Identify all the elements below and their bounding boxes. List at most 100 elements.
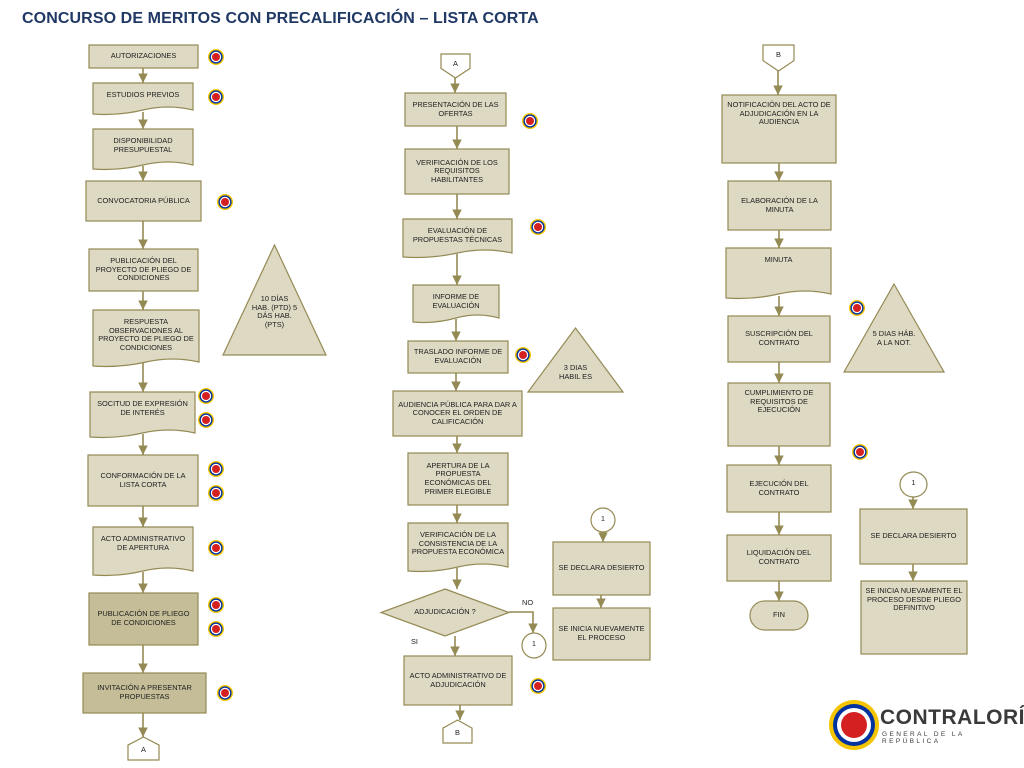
elaboracion-minuta-shape: [727, 180, 832, 231]
informe-evaluacion-shape: [412, 284, 500, 324]
solicitud-expresion-shape: [89, 391, 196, 439]
presentacion-ofertas: PRESENTACIÓN DE LAS OFERTAS: [412, 99, 499, 118]
autorizaciones: AUTORIZACIONES: [110, 51, 177, 61]
red-circle-icon-core: [212, 601, 220, 609]
notificacion-acto: NOTIFICACIÓN DEL ACTO DE ADJUDICACIÓN EN…: [727, 100, 831, 127]
red-circle-icon-core: [202, 392, 210, 400]
invitacion: INVITACIÓN A PRESENTAR PROPUESTAS: [97, 683, 192, 701]
minuta: MINUTA: [764, 255, 793, 264]
connector-b-in: B: [776, 50, 781, 59]
declara-desierto-2-shape: [859, 508, 968, 565]
connector-a-in-shape: [440, 53, 471, 79]
declara-desierto-2: SE DECLARA DESIERTO: [870, 531, 957, 541]
conformacion-lista: CONFORMACIÓN DE LA LISTA CORTA: [100, 470, 186, 489]
ejecucion-contrato: EJECUCIÓN DEL CONTRATO: [749, 478, 809, 497]
verificacion-consistencia-shape: [407, 522, 509, 573]
connector-a-out-shape: [127, 736, 160, 761]
note-dias-3: 5 DIAS HÁB. A LA NOT.: [872, 329, 916, 347]
connector-1-out: 1: [532, 641, 536, 649]
informe-evaluacion: INFORME DE EVALUACIÓN: [432, 292, 480, 310]
red-circle-icon-core: [526, 117, 534, 125]
evaluacion-tecnicas-shape: [402, 218, 513, 259]
connector-1-out-shape: [521, 632, 547, 659]
suscripcion-contrato: SUSCRIPCIÓN DEL CONTRATO: [745, 329, 813, 347]
decision-adjudicacion: ADJUDICACIÓN ?: [414, 607, 476, 617]
publicacion-proyecto: PUBLICACIÓN DEL PROYECTO DE PLIEGO DE CO…: [95, 256, 192, 283]
red-circle-icon-core: [534, 682, 542, 690]
note-dias-2-shape: [526, 326, 625, 393]
cumplimiento-requisitos: CUMPLIMIENTO DE REQUISITOS DE EJECUCIÓN: [744, 388, 814, 415]
minuta-shape: [725, 247, 832, 300]
verificacion-requisitos: VERIFICACIÓN DE LOS REQUISITOS HABILITAN…: [416, 157, 498, 184]
red-circle-icon-core: [212, 544, 220, 552]
acto-adjudicacion: ACTO ADMINISTRATIVO DE ADJUDICACIÓN: [409, 670, 507, 689]
presentacion-ofertas-shape: [404, 92, 507, 127]
inicia-nuevamente-2: SE INICIA NUEVAMENTE EL PROCESO DESDE PL…: [865, 586, 963, 613]
connector-1-in-b: 1: [911, 480, 916, 488]
connector-a-in: A: [453, 59, 458, 68]
red-circle-icon-core: [221, 198, 229, 206]
inicia-nuevamente-1: SE INICIA NUEVAMENTE EL PROCESO: [558, 624, 645, 642]
red-circle-icon-core: [534, 223, 542, 231]
red-circle-icon-core: [856, 448, 864, 456]
audiencia-publica: AUDIENCIA PÚBLICA PARA DAR A CONOCER EL …: [398, 399, 517, 426]
note-dias-1: 10 DÍAS HAB. (PTD) 5 DÁS HAB. (PTS): [251, 294, 298, 329]
red-circle-icon-core: [853, 304, 861, 312]
decision-adjudicacion-shape: [379, 588, 511, 637]
traslado-informe-shape: [407, 340, 509, 374]
decision-label-si: SI: [411, 637, 418, 646]
estudios-previos-shape: [92, 82, 194, 116]
publicacion-pliego-shape: [88, 592, 199, 646]
solicitud-expresion: SOCITUD DE EXPRESIÓN DE INTERÉS: [97, 399, 188, 417]
invitacion-shape: [82, 672, 207, 714]
audiencia-publica-shape: [392, 390, 523, 437]
page-title: CONCURSO DE MERITOS CON PRECALIFICACIÓN …: [22, 10, 539, 27]
note-dias-2: 3 DIAS HABIL ES: [559, 363, 592, 381]
ejecucion-contrato-shape: [726, 464, 832, 513]
note-dias-1-shape: [222, 243, 327, 356]
conformacion-lista-shape: [87, 454, 199, 507]
convocatoria: CONVOCATORIA PÚBLICA: [97, 195, 190, 205]
inicia-nuevamente-1-shape: [552, 607, 651, 661]
evaluacion-tecnicas: EVALUACIÓN DE PROPUESTAS TÉCNICAS: [412, 226, 503, 244]
red-circle-icon-core: [212, 489, 220, 497]
inicia-nuevamente-2-shape: [860, 580, 968, 655]
apertura-economica-shape: [407, 452, 509, 506]
red-circle-icon-core: [212, 465, 220, 473]
flow-connector: [509, 611, 538, 633]
contraloria-emblem-icon: [829, 700, 879, 750]
red-circle-icon-core: [221, 689, 229, 697]
connector-a-out: A: [141, 745, 146, 755]
publicacion-proyecto-shape: [88, 248, 199, 292]
connector-b-in-shape: [762, 44, 795, 72]
elaboracion-minuta: ELABORACIÓN DE LA MINUTA: [741, 195, 818, 214]
disponibilidad: DISPONIBILIDAD PRESUPUESTAL: [113, 136, 173, 154]
acto-apertura-shape: [92, 526, 194, 577]
liquidacion-contrato: LIQUIDACIÓN DEL CONTRATO: [746, 548, 812, 566]
decision-label-no: NO: [522, 598, 534, 607]
estudios-previos: ESTUDIOS PREVIOS: [106, 90, 180, 99]
red-circle-icon-core: [202, 416, 210, 424]
disponibilidad-shape: [92, 128, 194, 171]
respuesta-observaciones-shape: [92, 309, 200, 368]
red-circle-icon-core: [212, 625, 220, 633]
red-circle-icon-core: [212, 93, 220, 101]
connector-1-in: 1: [601, 515, 605, 523]
connector-b-out-shape: [442, 719, 473, 744]
traslado-informe: TRASLADO INFORME DE EVALUACIÓN: [413, 347, 503, 365]
cumplimiento-requisitos-shape: [727, 382, 831, 447]
acto-apertura: ACTO ADMINISTRATIVO DE APERTURA: [100, 534, 186, 552]
notificacion-acto-shape: [721, 94, 837, 164]
declara-desierto-1: SE DECLARA DESIERTO: [558, 563, 645, 573]
red-circle-icon-core: [519, 351, 527, 359]
apertura-economica: APERTURA DE LA PROPUESTA ECONÓMICAS DEL …: [424, 460, 492, 496]
logo-subtitle: GENERAL DE LA REPÚBLICA: [882, 731, 965, 745]
note-dias-3-shape: [842, 282, 946, 373]
fin: FIN: [773, 610, 785, 620]
red-circle-icon-core: [212, 53, 220, 61]
publicacion-pliego: PUBLICACIÓN DE PLIEGO DE CONDICIONES: [97, 609, 190, 627]
acto-adjudicacion-shape: [403, 655, 513, 706]
logo-name: CONTRALORÍA: [880, 706, 1024, 729]
verificacion-requisitos-shape: [404, 148, 510, 195]
